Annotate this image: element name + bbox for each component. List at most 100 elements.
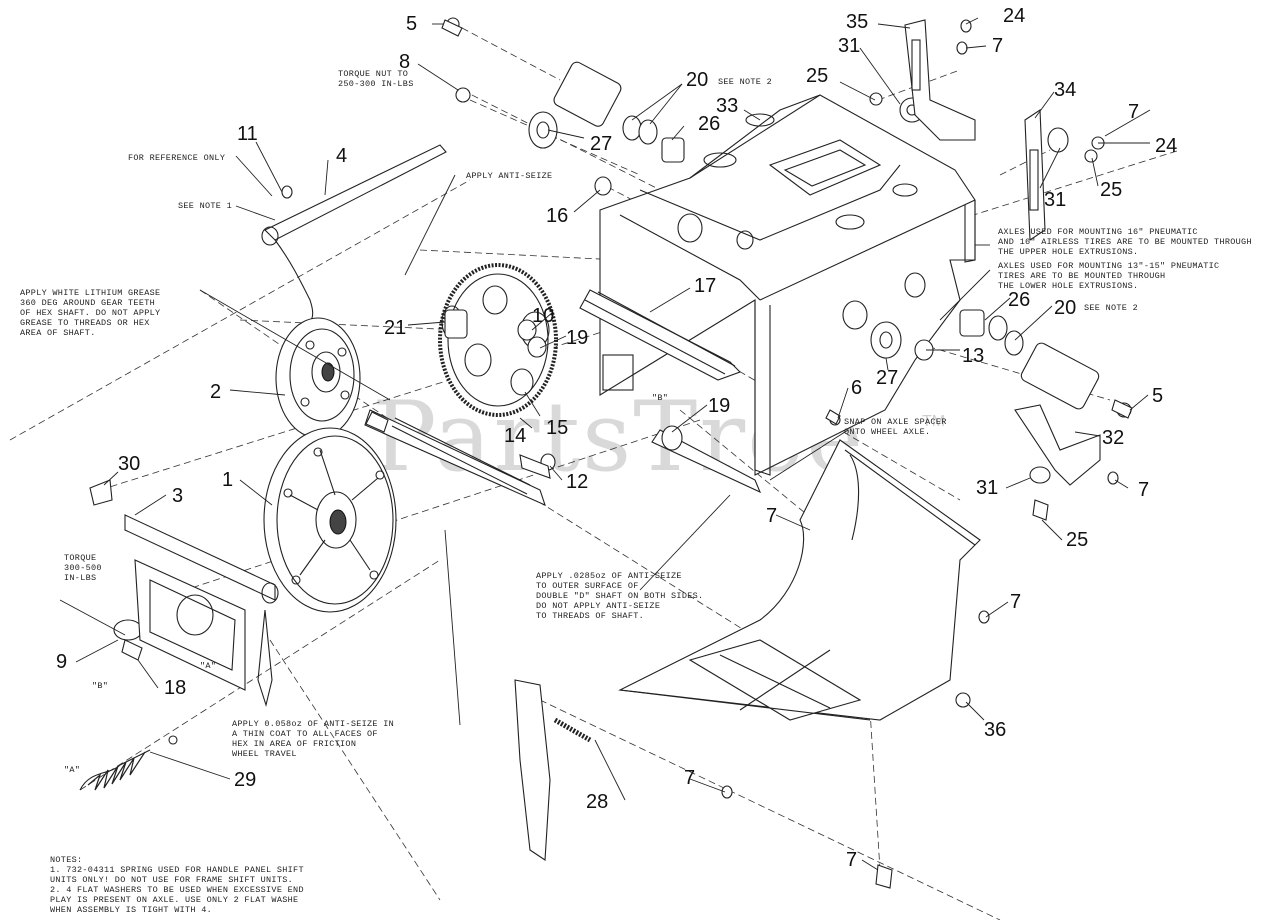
callout-4: 4 <box>336 145 347 167</box>
callout-7: 7 <box>846 849 857 871</box>
note-anti-seize: APPLY ANTI-SEIZE <box>466 171 552 181</box>
bottom-cover-36 <box>618 439 981 721</box>
note-for-reference: FOR REFERENCE ONLY <box>128 153 225 163</box>
callout-31: 31 <box>1044 189 1066 211</box>
note-anti-seize-outer-5: TO THREADS OF SHAFT. <box>536 611 644 621</box>
spacer-rods <box>89 61 1100 506</box>
note-lithium-3: OF HEX SHAFT. DO NOT APPLY <box>20 308 160 318</box>
axle-4 <box>261 144 447 341</box>
label-a: "A" <box>200 661 216 671</box>
callout-27: 27 <box>590 133 612 155</box>
callout-15: 15 <box>546 417 568 439</box>
spring-29 <box>79 749 151 791</box>
bracket-28 <box>514 679 592 861</box>
frame-housing <box>599 94 976 476</box>
friction-wheel-1 <box>263 427 397 613</box>
callout-21: 21 <box>384 317 406 339</box>
note-see-note-2: SEE NOTE 2 <box>1084 303 1138 313</box>
callout-20: 20 <box>1054 297 1076 319</box>
callout-7: 7 <box>684 767 695 789</box>
callout-7: 7 <box>1128 101 1139 123</box>
note-lithium-5: AREA OF SHAFT. <box>20 328 96 338</box>
assembly-notes: TORQUE NUT TO 250-300 IN-LBS SEE NOTE 2 … <box>20 69 1252 915</box>
bracket-35 <box>904 19 976 141</box>
callout-36: 36 <box>984 719 1006 741</box>
note-lithium-2: 360 DEG AROUND GEAR TEETH <box>20 298 155 308</box>
callout-6: 6 <box>851 377 862 399</box>
footer-notes-4: 2. 4 FLAT WASHERS TO BE USED WHEN EXCESS… <box>50 885 304 895</box>
callout-24: 24 <box>1155 135 1177 157</box>
note-lithium-4: GREASE TO THREADS OR HEX <box>20 318 150 328</box>
callout-33: 33 <box>716 95 738 117</box>
part-callouts: 5 35 24 8 31 7 20 25 33 34 11 4 27 26 7 … <box>56 5 1177 871</box>
callout-18: 18 <box>164 677 186 699</box>
footer-notes-2: 1. 732-04311 SPRING USED FOR HANDLE PANE… <box>50 865 304 875</box>
callout-20: 20 <box>686 69 708 91</box>
footer-notes-6: WHEN ASSEMBLY IS TIGHT WITH 4. <box>50 905 212 915</box>
note-see-note-2: SEE NOTE 2 <box>718 77 772 87</box>
callout-1: 1 <box>222 469 233 491</box>
callout-30: 30 <box>118 453 140 475</box>
callout-29: 29 <box>234 769 256 791</box>
note-torque-300-2: 300-500 <box>64 563 102 573</box>
note-anti-seize-outer-4: DO NOT APPLY ANTI-SEIZE <box>536 601 660 611</box>
callout-10: 10 <box>532 305 554 327</box>
note-axles-lower-1: AXLES USED FOR MOUNTING 13"-15" PNEUMATI… <box>998 261 1219 271</box>
callout-26: 26 <box>698 113 720 135</box>
note-axles-upper-2: AND 16" AIRLESS TIRES ARE TO BE MOUNTED … <box>998 237 1252 247</box>
callout-25: 25 <box>1100 179 1122 201</box>
shift-plate-3 <box>124 514 279 708</box>
footer-notes-3: UNITS ONLY! DO NOT USE FOR FRAME SHIFT U… <box>50 875 293 885</box>
callout-7: 7 <box>992 35 1003 57</box>
callout-8: 8 <box>399 51 410 73</box>
label-b: "B" <box>92 681 108 691</box>
trademark-mark: TM <box>922 413 945 430</box>
callout-35: 35 <box>846 11 868 33</box>
note-anti-seize-hex-3: HEX IN AREA OF FRICTION <box>232 739 356 749</box>
callout-7: 7 <box>1138 479 1149 501</box>
bracket-32 <box>1014 404 1101 486</box>
note-anti-seize-outer-2: TO OUTER SURFACE OF <box>536 581 639 591</box>
hex-shaft-17 <box>579 289 741 381</box>
callout-19: 19 <box>566 327 588 349</box>
callout-28: 28 <box>586 791 608 813</box>
gear-15 <box>438 263 558 417</box>
callout-26: 26 <box>1008 289 1030 311</box>
note-axles-lower-2: TIRES ARE TO BE MOUNTED THROUGH <box>998 271 1165 281</box>
note-torque-nut-2: 250-300 IN-LBS <box>338 79 414 89</box>
callout-13: 13 <box>962 345 984 367</box>
callout-31: 31 <box>838 35 860 57</box>
bracket-34 <box>1024 108 1046 242</box>
callout-11: 11 <box>237 123 258 145</box>
callout-5: 5 <box>1152 385 1163 407</box>
leader-lines <box>59 17 1151 871</box>
note-torque-300-3: IN-LBS <box>64 573 96 583</box>
note-torque-nut-1: TORQUE NUT TO <box>338 69 408 79</box>
callout-12: 12 <box>566 471 588 493</box>
footer-notes-5: PLAY IS PRESENT ON AXLE. USE ONLY 2 FLAT… <box>50 895 298 905</box>
callout-14: 14 <box>504 425 526 447</box>
callout-7: 7 <box>1010 591 1021 613</box>
note-torque-300-1: TORQUE <box>64 553 96 563</box>
note-anti-seize-outer-3: DOUBLE "D" SHAFT ON BOTH SIDES. <box>536 591 703 601</box>
callout-7: 7 <box>766 505 777 527</box>
label-b: "B" <box>652 393 668 403</box>
note-anti-seize-hex-1: APPLY 0.058oz OF ANTI-SEIZE IN <box>232 719 394 729</box>
note-snap-spacer-2: ONTO WHEEL AXLE. <box>844 427 930 437</box>
note-anti-seize-hex-4: WHEEL TRAVEL <box>232 749 297 759</box>
note-see-note-1: SEE NOTE 1 <box>178 201 232 211</box>
callout-32: 32 <box>1102 427 1124 449</box>
note-anti-seize-outer-1: APPLY .0285oz OF ANTI-SEIZE <box>536 571 682 581</box>
callout-17: 17 <box>694 275 716 297</box>
note-lithium-1: APPLY WHITE LITHIUM GREASE <box>20 288 160 298</box>
callout-25: 25 <box>806 65 828 87</box>
callout-27: 27 <box>876 367 898 389</box>
callout-2: 2 <box>210 381 221 403</box>
note-axles-upper-3: THE UPPER HOLE EXTRUSIONS. <box>998 247 1138 257</box>
drive-hub-2 <box>275 317 361 439</box>
callout-24: 24 <box>1003 5 1025 27</box>
note-axles-lower-3: THE LOWER HOLE EXTRUSIONS. <box>998 281 1138 291</box>
callout-3: 3 <box>172 485 183 507</box>
